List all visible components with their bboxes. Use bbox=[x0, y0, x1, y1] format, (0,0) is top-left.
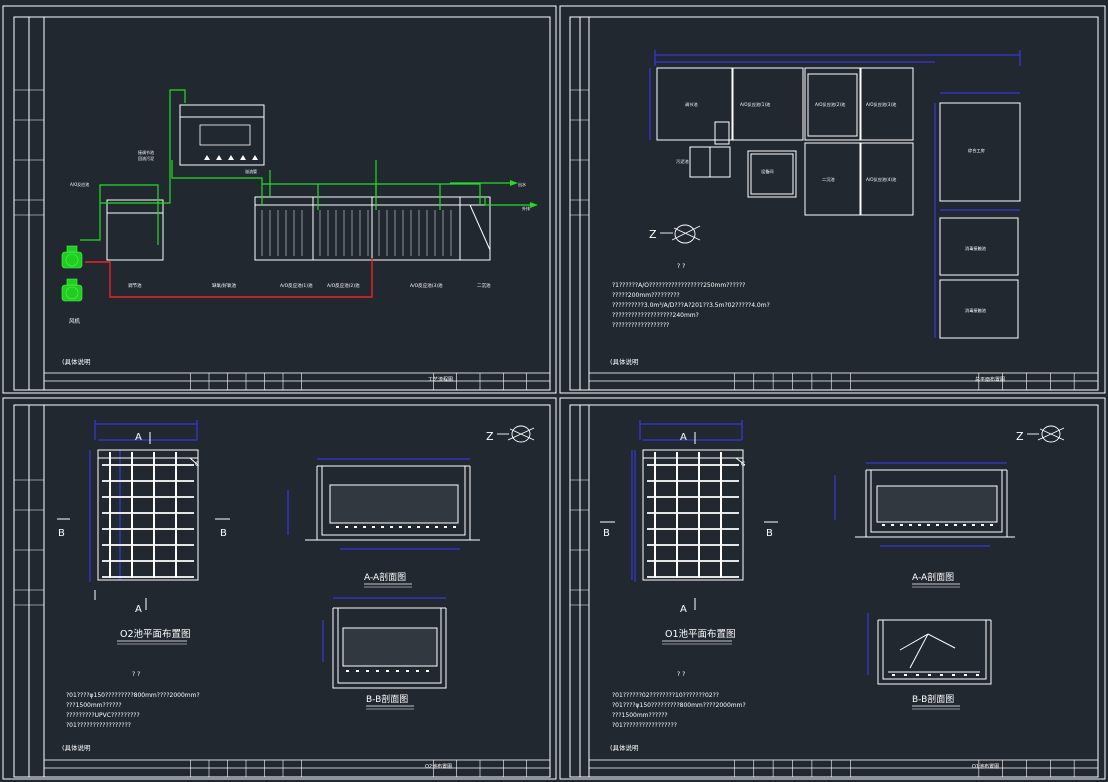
o2-notes-title: ? ? bbox=[132, 671, 140, 678]
svg-text:出水: 出水 bbox=[518, 181, 526, 187]
tank-label: A/O反应池(2)池 bbox=[815, 101, 846, 108]
note-line: ?01????????????????? bbox=[612, 722, 677, 729]
svg-text:A/O反应池: A/O反应池 bbox=[70, 181, 89, 187]
o2-section-mark-b-left: B bbox=[58, 528, 65, 539]
o2-notes: ?01????φ150?????????800mm????2000mm? ???1… bbox=[66, 692, 200, 729]
o2-section-mark-a-top: A bbox=[135, 432, 142, 443]
svg-text:Z: Z bbox=[486, 430, 494, 443]
tank-label: 消毒接触池 bbox=[965, 245, 987, 252]
note-line: ?1??????A/O?????????????????250mm?????? bbox=[612, 282, 745, 289]
tank-label: 调节池 bbox=[128, 282, 142, 289]
o2-title-block: O2池布置图 bbox=[425, 763, 452, 770]
o2-note-tag: (具体说明 bbox=[62, 743, 91, 752]
margin-revision-blocks bbox=[14, 89, 589, 606]
tank-label: A/O反应池(1)池 bbox=[280, 282, 313, 289]
tank-label: 二沉池 bbox=[822, 176, 835, 183]
o1-title-block: O1池布置图 bbox=[972, 763, 999, 770]
sheet-site-layout: 调节池 A/O反应池(1)池 A/O反应池(2)池 A/O反应池(3)池污泥池设备间二… bbox=[610, 50, 1021, 383]
tank-label: 消毒接触池 bbox=[965, 307, 987, 314]
note-line: ???1500mm?????? bbox=[66, 702, 122, 709]
o1-section-mark-a-bottom: A bbox=[680, 604, 687, 615]
process-note: (具体说明 bbox=[62, 357, 91, 366]
layout-note-tag: (具体说明 bbox=[610, 357, 639, 366]
note-line: ??????????3.0m³/A/D???A?201??3.5m?02????… bbox=[612, 302, 770, 309]
o1-plan-title: O1池平面布置图 bbox=[665, 628, 736, 640]
layout-notes-title: ? ? bbox=[677, 263, 685, 270]
process-tank-labels: 调节池 缺氧/好氧池 A/O反应池(1)池 A/O反应池(2)池 A/O反应池(3)池 二… bbox=[128, 282, 491, 289]
title-block-strips bbox=[43, 372, 1099, 778]
tank-label: 二沉池 bbox=[477, 282, 491, 289]
o1-notes-title: ? ? bbox=[677, 671, 685, 678]
tank-label: A/O反应池(3)池 bbox=[866, 101, 897, 108]
north-arrow-icon: Z bbox=[486, 425, 535, 443]
o2-section-mark-b-right: B bbox=[220, 528, 227, 539]
note-line: ?01??????02????????10???????02?? bbox=[612, 692, 719, 699]
layout-tank-labels: 调节池 A/O反应池(1)池 A/O反应池(2)池 A/O反应池(3)池污泥池设备间二… bbox=[676, 101, 987, 314]
svg-text:外排: 外排 bbox=[522, 205, 530, 211]
note-line: ?01????φ150?????????800mm????2000mm? bbox=[612, 702, 746, 709]
o1-notes: ?01??????02????????10???????02?? ?01????φ… bbox=[612, 692, 746, 729]
note-line: ?01????φ150?????????800mm????2000mm? bbox=[66, 692, 200, 699]
tank-label: 综合工房 bbox=[968, 147, 985, 154]
o1-section-mark-a-top: A bbox=[680, 432, 687, 443]
svg-text:接调节池: 接调节池 bbox=[138, 149, 154, 155]
o2-plan-title: O2池平面布置图 bbox=[120, 628, 191, 640]
o2-section-mark-a-bottom: A bbox=[135, 604, 142, 615]
o1-mark-c: C bbox=[741, 461, 745, 468]
o2-section-aa-title: A-A剖面图 bbox=[364, 571, 406, 583]
o1-section-aa-title: A-A剖面图 bbox=[912, 571, 954, 583]
note-line: ???????????????????240mm? bbox=[612, 312, 699, 319]
tank-label: 污泥池 bbox=[676, 158, 689, 165]
tank-label: A/O反应池(2)池 bbox=[327, 282, 360, 289]
tank-label: 设备间 bbox=[761, 168, 774, 175]
note-line: ?????????????????? bbox=[612, 322, 669, 329]
o2-section-bb-title: B-B剖面图 bbox=[366, 693, 408, 705]
tank-label: A/O反应池(4)池 bbox=[866, 176, 897, 183]
tank-label: 调节池 bbox=[685, 101, 698, 108]
blower-icon bbox=[61, 245, 83, 302]
north-arrow-icon: Z bbox=[649, 224, 701, 244]
tank-label: 缺氧/好氧池 bbox=[212, 282, 237, 289]
north-arrow-icon: Z bbox=[1016, 425, 1065, 443]
note-line: ???1500mm?????? bbox=[612, 712, 668, 719]
svg-text:回流污泥: 回流污泥 bbox=[138, 155, 154, 161]
layout-notes: ?1??????A/O?????????????????250mm?????? … bbox=[612, 282, 770, 329]
title-block-cells bbox=[190, 373, 1075, 777]
o2-mark-c: C bbox=[195, 461, 199, 468]
layout-title-block: 总平面布置图 bbox=[975, 376, 1005, 383]
tank-label: A/O反应池(3)池 bbox=[410, 282, 443, 289]
svg-text:Z: Z bbox=[1016, 430, 1024, 443]
o1-note-tag: (具体说明 bbox=[610, 743, 639, 752]
svg-text:Z: Z bbox=[649, 228, 657, 241]
note-line: ?????????UPVC????????? bbox=[66, 712, 140, 719]
sheet-o2-tank: A A B B C A-A剖面图 B-B剖面图 bbox=[57, 420, 535, 770]
sheet-process-flow: 接调节池 回流污泥 A/O反应池 溢流管 出水 外排 风机 调节池 缺氧/好氧池 A… bbox=[61, 89, 538, 383]
o1-section-bb-title: B-B剖面图 bbox=[912, 693, 954, 705]
sheet-o1-tank: A A B B C A-A剖面图 B-B剖面图 bbox=[600, 420, 1065, 770]
note-line: ?01????????????????? bbox=[66, 722, 131, 729]
svg-text:溢流管: 溢流管 bbox=[245, 168, 257, 174]
blower-label: 风机 bbox=[69, 317, 81, 325]
o1-section-mark-b-left: B bbox=[603, 528, 610, 539]
tank-label: A/O反应池(1)池 bbox=[740, 101, 771, 108]
o1-section-mark-b-right: B bbox=[766, 528, 773, 539]
process-title-block: 工艺流程图 bbox=[428, 376, 453, 383]
note-line: ?????200mm????????? bbox=[612, 292, 680, 299]
